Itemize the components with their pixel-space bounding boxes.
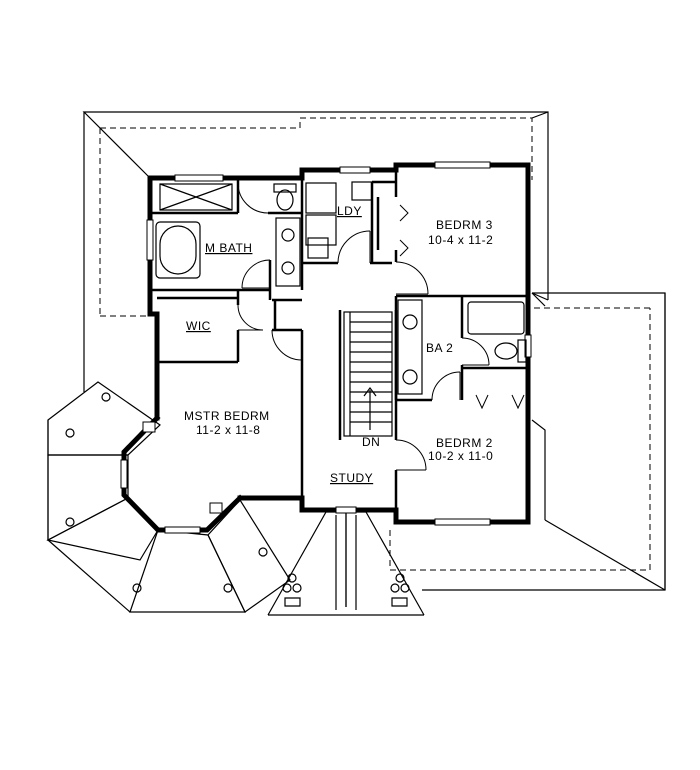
room-labels: M BATH LDY BEDRM 3 10-4 x 11-2 WIC BA 2 …: [184, 204, 493, 485]
ba2-tub: [467, 301, 525, 335]
label-mstr-bedrm-size: 11-2 x 11-8: [196, 423, 260, 437]
stair-treads: [349, 312, 392, 436]
label-bedrm3-size: 10-4 x 11-2: [428, 233, 493, 247]
dryer: [305, 214, 337, 246]
bathtub: [155, 221, 201, 279]
label-mstr-bedrm: MSTR BEDRM: [184, 409, 270, 423]
vanity: [275, 217, 301, 287]
label-m-bath: M BATH: [205, 241, 252, 255]
label-ba2: BA 2: [426, 341, 453, 355]
ba2-toilet: [517, 339, 527, 363]
label-wic: WIC: [186, 319, 211, 333]
washer: [305, 182, 337, 214]
label-dn: DN: [362, 435, 380, 449]
label-ldy: LDY: [337, 204, 362, 218]
fixtures: [155, 181, 527, 437]
roof-outline: [82, 111, 666, 591]
label-bedrm2-size: 10-2 x 11-0: [428, 449, 493, 463]
ba2-vanity: [397, 299, 423, 395]
front-gables: [267, 511, 425, 616]
staircase: [343, 311, 393, 437]
windows: [120, 161, 532, 534]
shower: [159, 183, 233, 211]
laundry-sink: [307, 237, 329, 259]
label-study: STUDY: [330, 471, 373, 485]
label-bedrm2: BEDRM 2: [436, 436, 493, 450]
doors: [237, 182, 525, 471]
toilet: [273, 183, 297, 193]
label-bedrm3: BEDRM 3: [436, 218, 493, 232]
